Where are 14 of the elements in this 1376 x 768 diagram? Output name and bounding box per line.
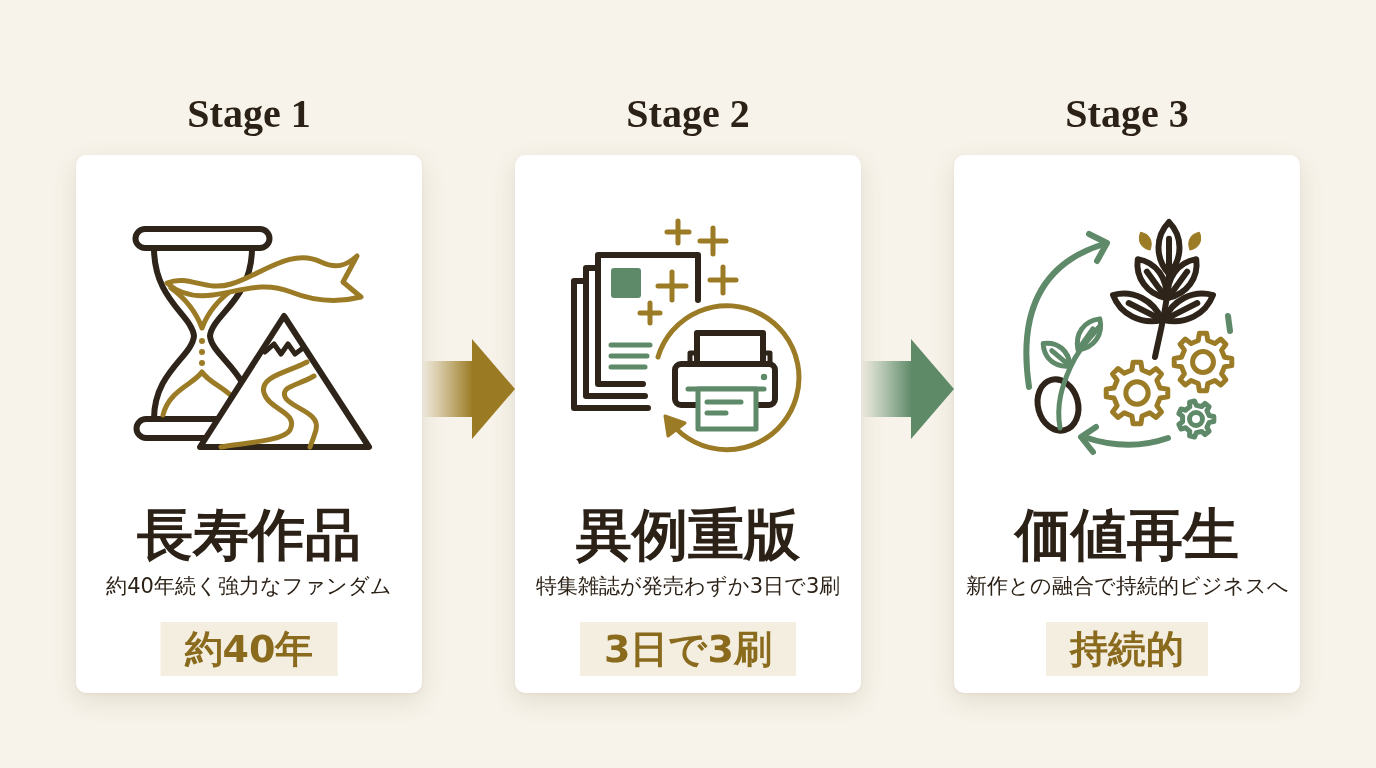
stage-title: 長寿作品	[137, 501, 361, 567]
arrow	[861, 339, 954, 439]
stage-description: 特集雑誌が発売わずか3日で3刷	[535, 573, 841, 600]
stage-heading: Stage 2	[626, 90, 750, 138]
stage-heading: Stage 3	[1065, 90, 1189, 138]
stage-title: 価値再生	[1015, 501, 1239, 567]
stage-description: 新作との融合で持続的ビジネスへ	[965, 573, 1289, 600]
highlight-tag: 3日で3刷	[580, 622, 796, 676]
highlight-tag: 約40年	[160, 622, 338, 676]
stage-heading: Stage 1	[187, 90, 311, 138]
arrow	[422, 339, 515, 439]
highlight-tag: 持続的	[1046, 622, 1208, 676]
stage-title: 異例重版	[576, 501, 800, 567]
stage-description: 約40年続く強力なファンダム	[106, 573, 392, 600]
